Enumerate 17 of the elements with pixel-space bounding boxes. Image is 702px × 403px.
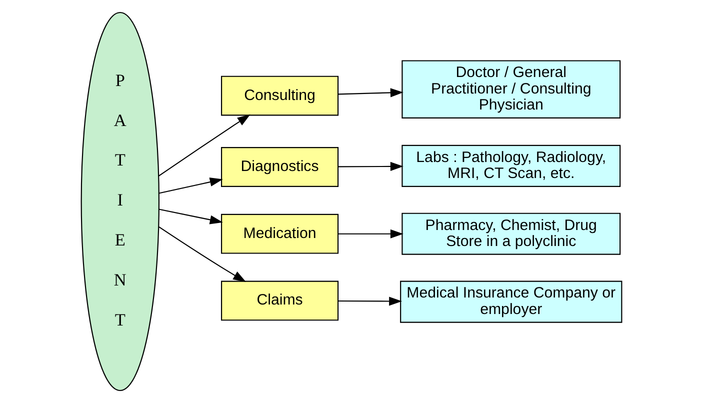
arrow: [158, 114, 250, 176]
arrow: [158, 208, 222, 224]
arrow: [338, 229, 403, 238]
node-box: Consulting: [220, 76, 338, 116]
node-box: Claims: [220, 280, 338, 321]
node-box: Medication: [220, 214, 338, 254]
node-box: Labs : Pathology, Radiology, MRI, CT Scan, etc.: [401, 144, 620, 187]
node-box: Pharmacy, Chemist, Drug Store in a polyclinic: [401, 212, 620, 255]
arrow: [158, 226, 246, 282]
arrow: [338, 296, 402, 306]
node-box: Medical Insurance Company or employer: [400, 280, 622, 323]
arrow: [338, 162, 403, 171]
arrow: [338, 88, 403, 98]
node-ellipse: P A T I E N T: [80, 12, 159, 392]
arrow: [158, 178, 222, 194]
node-box: Doctor / General Practitioner / Consulting Physician: [401, 60, 620, 118]
node-box: Diagnostics: [220, 147, 338, 187]
